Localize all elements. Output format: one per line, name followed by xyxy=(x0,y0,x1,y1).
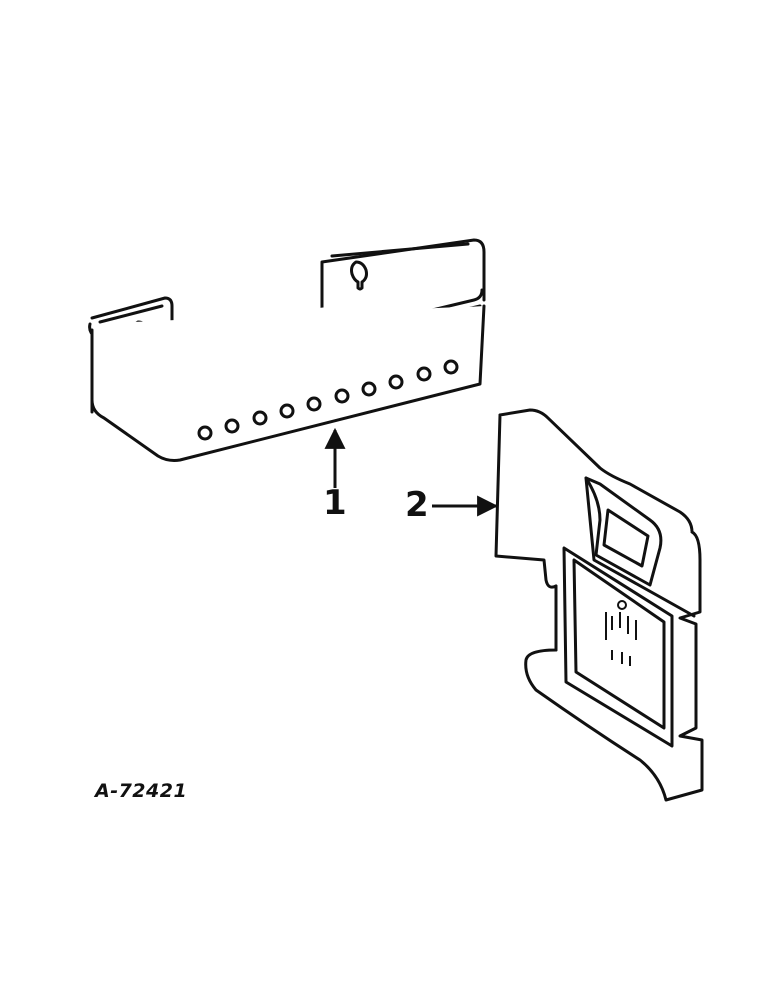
weight-part xyxy=(494,408,704,802)
bracket-part xyxy=(88,238,486,462)
bolt-hole xyxy=(388,374,404,390)
bolt-hole xyxy=(416,366,432,382)
bolt-hole xyxy=(252,410,268,426)
bolt-hole xyxy=(361,381,377,397)
bolt-hole xyxy=(443,359,459,375)
bolt-hole xyxy=(224,418,240,434)
reference-number: A-72421 xyxy=(95,780,188,802)
bolt-hole xyxy=(306,396,322,412)
callout-1-label: 1 xyxy=(323,483,347,523)
bracket-bolt-holes xyxy=(197,359,459,441)
bolt-hole xyxy=(197,425,213,441)
bolt-hole xyxy=(334,388,350,404)
ih-emblem-logo xyxy=(605,600,637,666)
callout-2-label: 2 xyxy=(405,485,429,525)
bolt-hole xyxy=(279,403,295,419)
